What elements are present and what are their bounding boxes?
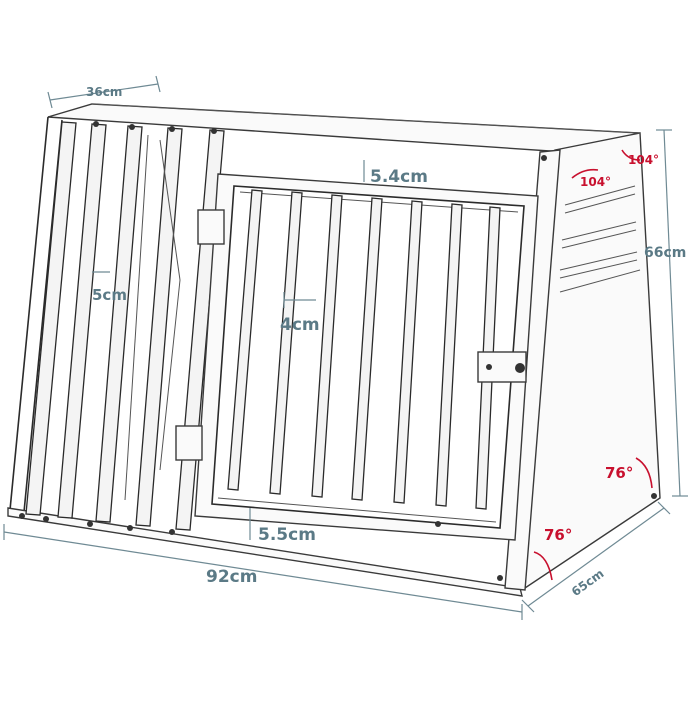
label-door-bottom: 5.5cm bbox=[258, 525, 316, 545]
label-bar-gap: 5cm bbox=[92, 286, 127, 304]
door-bar bbox=[435, 203, 463, 507]
label-width: 92cm bbox=[206, 567, 257, 587]
label-top-depth: 36cm bbox=[86, 85, 122, 99]
label-door-top: 5.4cm bbox=[370, 167, 428, 187]
rivets bbox=[19, 121, 657, 581]
hinge-top bbox=[197, 209, 225, 245]
front-fixed-bars bbox=[25, 121, 225, 531]
door-bar bbox=[269, 191, 303, 495]
label-angle-top-right: 104° bbox=[628, 153, 659, 167]
dimension-lines bbox=[3, 75, 688, 620]
angle-arcs bbox=[533, 149, 653, 581]
label-depth: 65cm bbox=[569, 566, 607, 599]
fixed-bar bbox=[95, 125, 143, 523]
label-angle-top-left: 104° bbox=[580, 175, 611, 189]
fixed-bar bbox=[135, 127, 183, 527]
label-angle-bottom-back: 76° bbox=[605, 464, 633, 482]
label-height: 66cm bbox=[644, 245, 686, 261]
door-bar bbox=[311, 194, 343, 498]
hinge-bottom bbox=[175, 425, 203, 461]
crate-door bbox=[175, 173, 539, 541]
door-bar bbox=[227, 189, 263, 491]
label-angle-bottom-front: 76° bbox=[544, 526, 572, 544]
crate-body bbox=[7, 103, 661, 597]
crate-bottom-rail bbox=[7, 507, 523, 597]
fixed-bar bbox=[57, 123, 107, 519]
door-bar bbox=[393, 200, 423, 504]
fixed-bar bbox=[25, 121, 77, 516]
label-door-bar-gap: 4cm bbox=[280, 315, 320, 335]
door-bar bbox=[351, 197, 383, 501]
